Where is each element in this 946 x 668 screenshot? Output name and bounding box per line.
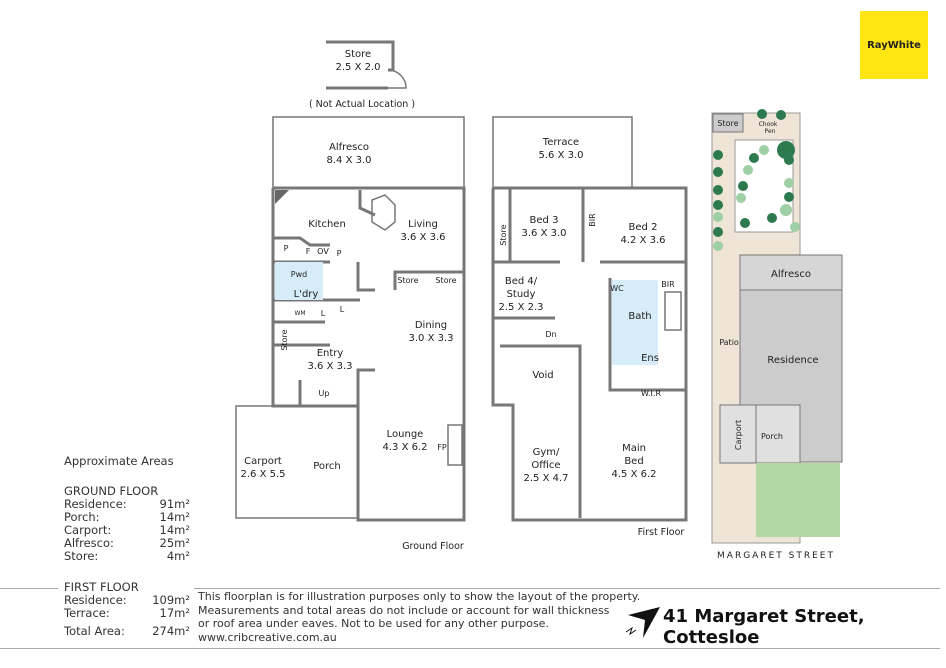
first-floor-plan: Terrace 5.6 X 3.0 Bed 3 3.6 X 3.0 Store …: [491, 116, 688, 538]
divider: [194, 588, 940, 589]
areas-title: Approximate Areas: [64, 454, 174, 468]
wc-label: WC: [610, 284, 624, 293]
site-porch-label: Porch: [761, 432, 783, 441]
ground-floor-areas: GROUND FLOOR Residence:91m² Porch:14m² C…: [64, 484, 190, 563]
bed2-dims: 4.2 X 3.6: [620, 235, 665, 246]
fireplace-label: FP: [437, 443, 447, 452]
fridge-label: F: [306, 247, 311, 256]
raywhite-logo: RayWhite: [860, 11, 928, 79]
store-dims: 2.5 X 2.0: [335, 62, 380, 73]
porch-label: Porch: [313, 461, 341, 472]
terrace-dims: 5.6 X 3.0: [538, 150, 583, 161]
bir-label: BIR: [588, 213, 597, 227]
site-residence-label: Residence: [767, 355, 818, 366]
gym-label2: Office: [531, 460, 560, 471]
detached-store: Store 2.5 X 2.0 ( Not Actual Location ): [309, 40, 415, 110]
bed4-label: Bed 4/: [505, 276, 538, 287]
ground-floor-heading: GROUND FLOOR: [64, 484, 159, 498]
patio-label: Patio: [719, 338, 739, 347]
area-row: Alfresco:25m²: [64, 536, 190, 550]
carport-dims: 2.6 X 5.5: [240, 469, 285, 480]
alfresco-label: Alfresco: [329, 142, 369, 153]
divider: [0, 588, 58, 589]
linen-label: L: [321, 309, 326, 318]
gym-dims: 2.5 X 4.7: [523, 473, 568, 484]
dining-dims: 3.0 X 3.3: [408, 333, 453, 344]
area-row: Store:4m²: [64, 549, 190, 563]
dining-label: Dining: [415, 320, 447, 331]
oven-label: OV: [317, 247, 329, 256]
area-row: Residence:109m²: [64, 593, 190, 607]
bed4-dims: 2.5 X 2.3: [498, 302, 543, 313]
pantry-label: P: [284, 244, 289, 253]
gym-label: Gym/: [533, 447, 560, 458]
main-bed-label2: Bed: [624, 456, 643, 467]
area-row: Carport:14m²: [64, 523, 190, 537]
ground-floor-caption: Ground Floor: [402, 541, 464, 552]
entry-dims: 3.6 X 3.3: [307, 361, 352, 372]
bir-label: BIR: [661, 280, 675, 289]
store-label: Store: [499, 224, 508, 245]
chook-pen-label: Chook: [759, 121, 778, 128]
divider: [0, 648, 940, 649]
washing-machine-label: WM: [294, 310, 305, 317]
wir-label: W.I.R: [641, 389, 661, 398]
disclaimer-line: This floorplan is for illustration purpo…: [198, 590, 641, 603]
laundry-label: L'dry: [294, 289, 319, 300]
kitchen-label: Kitchen: [308, 219, 346, 230]
total-area-row: Total Area:274m²: [64, 624, 190, 638]
terrace-label: Terrace: [542, 137, 579, 148]
site-alfresco-label: Alfresco: [771, 269, 811, 280]
store-label: Store: [280, 329, 289, 350]
first-floor-heading: FIRST FLOOR: [64, 580, 139, 594]
website-link[interactable]: www.cribcreative.com.au: [198, 630, 337, 644]
site-carport-label: Carport: [734, 420, 743, 450]
living-dims: 3.6 X 3.6: [400, 232, 445, 243]
alfresco-dims: 8.4 X 3.0: [326, 155, 371, 166]
lounge-dims: 4.3 X 6.2: [382, 442, 427, 453]
first-floor-caption: First Floor: [638, 527, 685, 538]
powder-label: Pwd: [291, 270, 307, 279]
bed3-dims: 3.6 X 3.0: [521, 228, 566, 239]
living-label: Living: [408, 219, 438, 230]
void-label: Void: [532, 370, 553, 381]
ground-floor-plan: Alfresco 8.4 X 3.0 Kitchen Living 3.6 X …: [235, 116, 466, 552]
disclaimer: This floorplan is for illustration purpo…: [198, 590, 640, 644]
store-label: Store: [435, 276, 456, 285]
disclaimer-line: or roof area under eaves. Not to be used…: [198, 617, 549, 630]
chook-pen-label2: Pen: [765, 128, 776, 135]
main-bed-label: Main: [622, 443, 646, 454]
disclaimer-line: Measurements and total areas do not incl…: [198, 603, 610, 617]
first-floor-areas: FIRST FLOOR Residence:109m² Terrace:17m²…: [64, 580, 190, 638]
bed2-label: Bed 2: [629, 222, 658, 233]
stairs-down-label: Dn: [545, 330, 556, 339]
carport-label: Carport: [244, 456, 282, 467]
area-row: Residence:91m²: [64, 497, 190, 511]
site-plan: Store Chook Pen Alfresco Residence Patio…: [711, 109, 843, 561]
trees-icon: [713, 109, 795, 237]
stairs-up-label: Up: [319, 389, 330, 398]
store-label: Store: [345, 49, 371, 60]
store-label: Store: [397, 276, 418, 285]
street-label: MARGARET STREET: [717, 551, 835, 561]
area-row: Porch:14m²: [64, 510, 190, 524]
bed4-label2: Study: [507, 289, 536, 300]
logo-text: RayWhite: [867, 39, 921, 51]
ensuite-label: Ens: [641, 353, 659, 364]
property-address: 41 Margaret Street, Cottesloe: [663, 606, 865, 648]
north-arrow-icon: [625, 607, 660, 638]
linen-label: L: [340, 305, 345, 314]
main-bed-dims: 4.5 X 6.2: [611, 469, 656, 480]
lounge-label: Lounge: [387, 429, 424, 440]
bath-label: Bath: [628, 311, 651, 322]
site-store-label: Store: [717, 119, 738, 128]
entry-label: Entry: [317, 348, 344, 359]
area-row: Terrace:17m²: [64, 606, 190, 620]
store-note: ( Not Actual Location ): [309, 99, 415, 110]
pantry2-label: P: [337, 249, 342, 258]
bed3-label: Bed 3: [530, 215, 559, 226]
